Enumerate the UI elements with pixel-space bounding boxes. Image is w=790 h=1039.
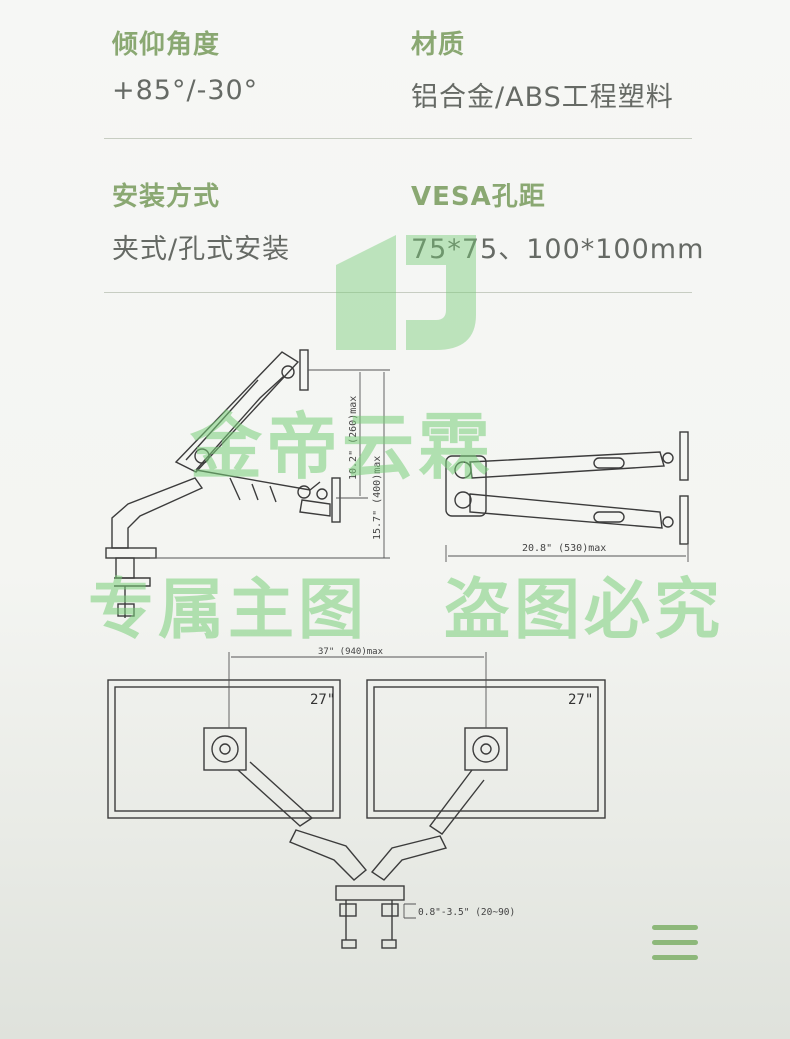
spec-install-value: 夹式/孔式安装 <box>112 234 291 265</box>
menu-line <box>652 955 698 960</box>
dim-height-small: 10.2" (260)max <box>348 396 359 480</box>
front-view <box>107 679 606 949</box>
divider-bottom <box>104 292 692 293</box>
watermark-copyright: 盗图必究 <box>444 571 724 648</box>
spec-material: 材质 铝合金/ABS工程塑料 <box>411 24 674 114</box>
spec-vesa-label: VESA孔距 <box>411 182 546 212</box>
spec-material-value: 铝合金/ABS工程塑料 <box>411 82 674 113</box>
watermark-brand: 金帝云霖 <box>190 405 495 489</box>
spec-tilt: 倾仰角度 +85°/-30° <box>112 24 258 106</box>
spec-material-label: 材质 <box>411 30 466 60</box>
menu-line <box>652 940 698 945</box>
menu-line <box>652 925 698 930</box>
monitor-size-left: 27" <box>310 692 335 708</box>
spec-install-label: 安装方式 <box>112 182 221 212</box>
menu-icon[interactable] <box>652 925 698 969</box>
spec-tilt-label: 倾仰角度 <box>112 30 221 60</box>
spec-vesa-value: 75*75、100*100mm <box>411 234 705 265</box>
dim-clamp-range: 0.8"-3.5" (20~90) <box>418 907 515 918</box>
dim-span: 37" (940)max <box>318 647 384 657</box>
dim-height-large: 15.7" (400)max <box>372 456 383 540</box>
monitor-size-right: 27" <box>568 692 593 708</box>
brand-logo-icon <box>336 235 476 350</box>
spec-tilt-value: +85°/-30° <box>112 75 259 106</box>
watermark-exclusive: 专属主图 <box>88 571 368 648</box>
top-view-arm <box>445 431 689 545</box>
divider-top <box>104 138 692 139</box>
spec-vesa: VESA孔距 75*75、100*100mm <box>411 176 704 266</box>
spec-install: 安装方式 夹式/孔式安装 <box>112 176 290 266</box>
dim-reach: 20.8" (530)max <box>522 543 606 554</box>
